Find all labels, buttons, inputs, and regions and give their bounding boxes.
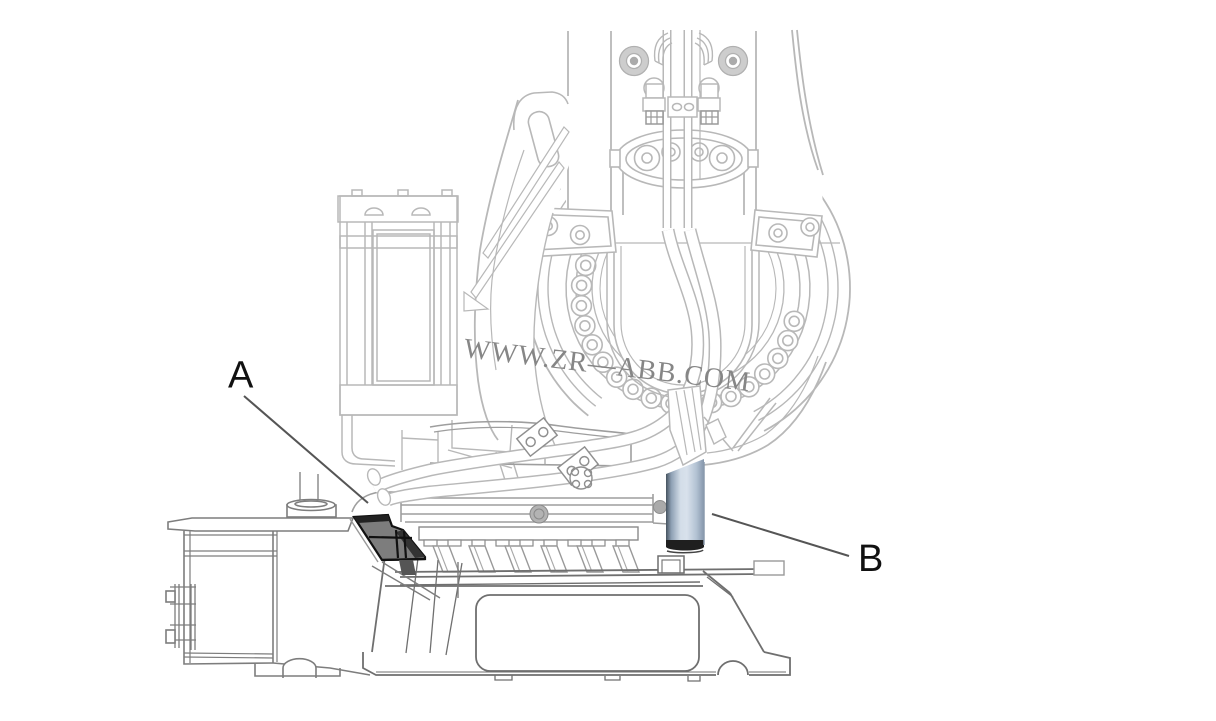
svg-text:B: B [858,538,883,580]
svg-text:A: A [228,355,254,397]
